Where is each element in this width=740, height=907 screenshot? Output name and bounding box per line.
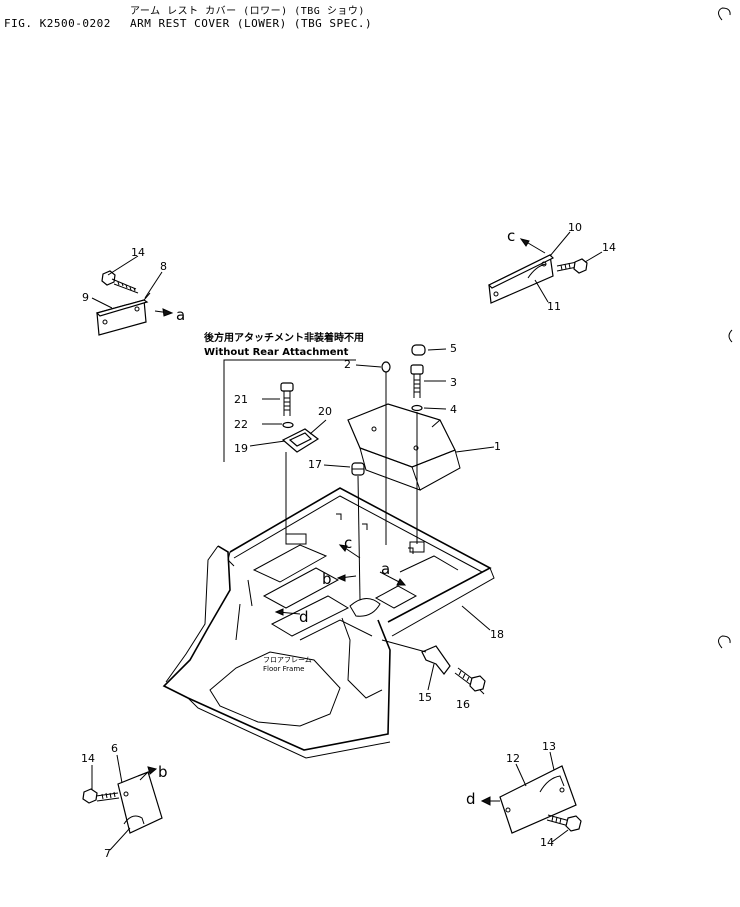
floor-frame-label-japanese: フロアフレーム bbox=[263, 656, 312, 664]
bolt-14-bottom-left bbox=[82, 788, 120, 804]
part-number-6: 6 bbox=[111, 742, 118, 755]
part-number-11: 11 bbox=[547, 300, 561, 313]
nut-2 bbox=[381, 361, 391, 373]
detail-c-plate bbox=[487, 254, 555, 304]
part-number-2: 2 bbox=[344, 358, 351, 371]
leader-9 bbox=[91, 297, 113, 309]
bolt-14-top-right bbox=[556, 258, 588, 274]
part-number-16: 16 bbox=[456, 698, 470, 711]
detail-b-plate bbox=[117, 771, 163, 834]
leader-10 bbox=[549, 231, 571, 257]
arrow-c-detail bbox=[519, 238, 546, 254]
part-number-22: 22 bbox=[234, 418, 248, 431]
leader-14-tl bbox=[107, 255, 139, 276]
cap-5 bbox=[411, 344, 426, 356]
arrow-b-detail bbox=[137, 766, 158, 781]
inset-caption-english: Without Rear Attachment bbox=[204, 347, 349, 358]
arm-rest-cover-1 bbox=[347, 403, 461, 491]
bolt-14-top-left bbox=[101, 270, 139, 294]
leader-1 bbox=[455, 446, 495, 453]
bolt-21 bbox=[280, 382, 294, 416]
bolt-3 bbox=[410, 364, 424, 398]
reference-letter-b-frame: b bbox=[322, 570, 332, 588]
part-number-13: 13 bbox=[542, 740, 556, 753]
part-number-10: 10 bbox=[568, 221, 582, 234]
nut-17 bbox=[351, 462, 365, 476]
frame-reference-markers bbox=[274, 544, 407, 616]
leader-8 bbox=[144, 271, 163, 299]
binder-marks bbox=[718, 7, 733, 649]
part-number-12: 12 bbox=[506, 752, 520, 765]
inset-caption-japanese: 後方用アタッチメント非装着時不用 bbox=[204, 331, 364, 344]
reference-letter-c-detail: c bbox=[507, 227, 515, 245]
title-english: ARM REST COVER (LOWER) (TBG SPEC.) bbox=[130, 17, 373, 30]
inset-bracket bbox=[223, 359, 356, 462]
reference-letter-a-frame: a bbox=[381, 560, 390, 578]
washer-22 bbox=[282, 421, 294, 429]
part-number-1: 1 bbox=[494, 440, 501, 453]
reference-letter-b-detail: b bbox=[158, 763, 168, 781]
leader-18 bbox=[461, 605, 491, 631]
arrow-d-detail bbox=[480, 796, 500, 806]
detail-d-plate bbox=[499, 765, 577, 834]
part-number-14-bottom-left: 14 bbox=[81, 752, 95, 765]
plate-20 bbox=[281, 428, 320, 453]
figure-number: FIG. K2500-0202 bbox=[4, 17, 111, 30]
detail-a-plate bbox=[95, 292, 151, 336]
floor-frame-label-english: Floor Frame bbox=[263, 665, 304, 673]
washer-4 bbox=[411, 404, 423, 412]
part-number-17: 17 bbox=[308, 458, 322, 471]
part-number-14-top-right: 14 bbox=[602, 241, 616, 254]
title-japanese: アーム レスト カバー (ロワー) (TBG ショウ) bbox=[130, 6, 365, 17]
part-number-18: 18 bbox=[490, 628, 504, 641]
reference-letter-d-frame: d bbox=[299, 608, 309, 626]
part-number-14-bottom-right: 14 bbox=[540, 836, 554, 849]
reference-letter-d-detail: d bbox=[466, 790, 476, 808]
part-number-19: 19 bbox=[234, 442, 248, 455]
part-number-15: 15 bbox=[418, 691, 432, 704]
leader-11 bbox=[534, 279, 549, 303]
leader-14-tr bbox=[584, 251, 603, 263]
part-number-7: 7 bbox=[104, 847, 111, 860]
part-number-5: 5 bbox=[450, 342, 457, 355]
part-number-20: 20 bbox=[318, 405, 332, 418]
bracket-15 bbox=[421, 645, 451, 675]
part-number-4: 4 bbox=[450, 403, 457, 416]
part-number-9: 9 bbox=[82, 291, 89, 304]
reference-letter-a-detail: a bbox=[176, 306, 185, 324]
bolt-14-bottom-right bbox=[546, 814, 582, 832]
part-number-21: 21 bbox=[234, 393, 248, 406]
inset-without-rear-attachment: 後方用アタッチメント非装着時不用 Without Rear Attachment… bbox=[204, 331, 364, 462]
part-number-3: 3 bbox=[450, 376, 457, 389]
part-number-14-top-left: 14 bbox=[131, 246, 145, 259]
part-number-8: 8 bbox=[160, 260, 167, 273]
reference-letter-c-frame: c bbox=[344, 534, 352, 552]
arrow-a-detail bbox=[154, 308, 174, 317]
floor-frame-18: フロアフレーム Floor Frame bbox=[162, 487, 495, 759]
bolt-16 bbox=[454, 667, 486, 692]
